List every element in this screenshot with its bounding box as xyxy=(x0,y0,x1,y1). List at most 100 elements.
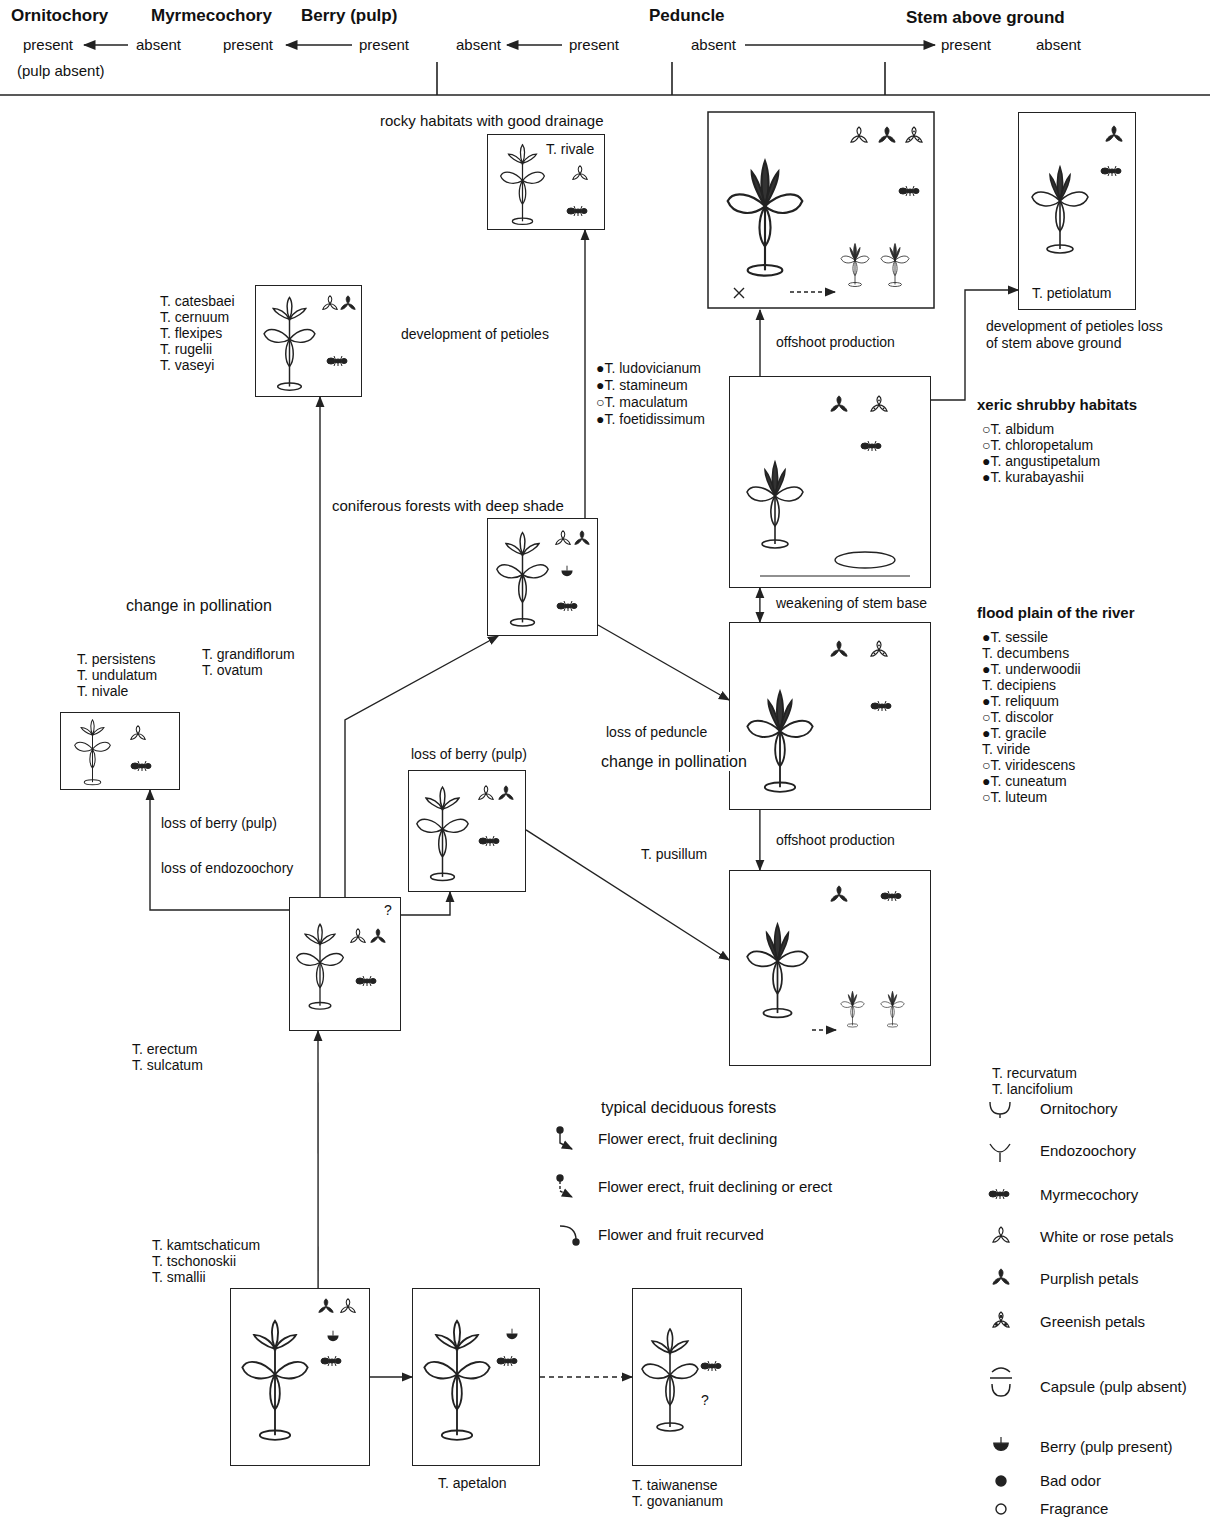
arrow-label: development of petioles loss of stem abo… xyxy=(985,318,1169,352)
plant-figure xyxy=(264,297,315,390)
plant-figure xyxy=(642,1329,698,1431)
annotation: ○T. maculatum xyxy=(595,394,689,411)
legend-text: Purplish petals xyxy=(1040,1270,1138,1287)
legend-text: Flower erect, fruit declining xyxy=(598,1130,777,1147)
bad-odor-dot xyxy=(996,1476,1006,1486)
flower-dot xyxy=(557,1175,563,1181)
plant-figure xyxy=(728,161,803,276)
ant-icon xyxy=(327,356,347,366)
plant-figure xyxy=(747,924,808,1017)
ant-icon xyxy=(989,1189,1009,1199)
plant-drawings xyxy=(75,112,1122,1440)
evolution-arrow xyxy=(401,892,450,915)
state-label: present xyxy=(568,36,620,54)
column-heading: Berry (pulp) xyxy=(300,6,398,26)
plant-box: T. petiolatum xyxy=(1018,112,1136,310)
evolution-arrow xyxy=(319,397,320,897)
petal-icon xyxy=(575,531,589,545)
petal-icon xyxy=(341,1299,355,1313)
evolution-arrow xyxy=(584,230,585,518)
petal-icon xyxy=(871,396,887,411)
plant-box: flood plain of the river●T. sessile T. d… xyxy=(729,622,931,810)
arrow-label: change in pollination xyxy=(125,596,273,615)
petal-icon xyxy=(371,929,385,943)
arrow-label: T. pusillum xyxy=(640,846,708,863)
plant-figure xyxy=(501,145,545,225)
petal-icon xyxy=(573,166,587,180)
legend-text: Flower erect, fruit declining or erect xyxy=(598,1178,832,1195)
species-list: T. catesbaei T. cernuum T. flexipes T. r… xyxy=(159,293,236,373)
habitat-heading: rocky habitats with good drainage xyxy=(379,113,604,129)
plant-figure xyxy=(75,720,111,785)
species-name: T. rivale xyxy=(545,141,595,157)
plant-box: T. taiwanense T. govanianum xyxy=(632,1288,742,1466)
plant-figure xyxy=(1032,167,1088,253)
flower-dot xyxy=(557,1127,563,1133)
petal-icon xyxy=(341,296,355,310)
state-label: absent xyxy=(135,36,182,54)
petal-icon xyxy=(351,929,365,943)
posture-symbol xyxy=(560,1226,576,1240)
state-label: present xyxy=(222,36,274,54)
berry-icon xyxy=(327,1331,338,1342)
evolution-arrow xyxy=(540,1376,632,1377)
plant-figure xyxy=(747,462,803,548)
legend-text: Fragrance xyxy=(1040,1500,1108,1517)
column-heading: Myrmecochory xyxy=(150,6,273,26)
plant-figure xyxy=(424,1321,489,1440)
species-list: T. recurvatum T. lancifolium xyxy=(991,1065,1078,1097)
ant-icon xyxy=(321,1356,341,1366)
petal-icon xyxy=(831,641,847,656)
legend-text: Ornitochory xyxy=(1040,1100,1118,1117)
petal-icon xyxy=(556,531,570,545)
column-heading: Stem above ground xyxy=(905,8,1066,28)
legend-text: Greenish petals xyxy=(1040,1313,1145,1330)
ant-icon xyxy=(871,701,891,711)
arrow-label: offshoot production xyxy=(775,832,896,849)
plant-box: rocky habitats with good drainageT. riva… xyxy=(487,134,605,230)
state-label: absent xyxy=(690,36,737,54)
ant-icon xyxy=(701,1361,721,1371)
ground-line xyxy=(760,575,910,576)
state-label: present xyxy=(940,36,992,54)
petal-icon xyxy=(993,1269,1009,1284)
column-heading: Peduncle xyxy=(648,6,726,26)
arrow-label: loss of berry (pulp) xyxy=(410,746,528,763)
species-name: T. petiolatum xyxy=(1031,285,1112,301)
petal-icon xyxy=(879,127,895,142)
annotation: offshoot production xyxy=(775,334,896,351)
plant-box: T. apetalon xyxy=(412,1288,540,1466)
flower-dot xyxy=(573,1239,579,1245)
annotation: ? xyxy=(700,1392,710,1409)
rule-line xyxy=(0,94,1210,96)
offshoot-figure xyxy=(841,244,869,287)
berry-icon xyxy=(994,1437,1008,1451)
arrow-label: loss of peduncle xyxy=(605,724,708,741)
fragrance-dot xyxy=(996,1504,1006,1514)
ant-icon xyxy=(356,976,376,986)
legend-text: Flower and fruit recurved xyxy=(598,1226,764,1243)
annotation: ●T. foetidissimum xyxy=(595,411,706,428)
legend-text: Capsule (pulp absent) xyxy=(1040,1378,1187,1395)
evolution-arrow xyxy=(526,830,729,960)
state-arrow xyxy=(286,44,352,46)
cross-mark xyxy=(734,288,744,298)
state-label: (pulp absent) xyxy=(16,62,106,80)
plant-box: T. kamtschaticum T. tschonoskii T. small… xyxy=(230,1288,370,1466)
plant-box: T. catesbaei T. cernuum T. flexipes T. r… xyxy=(255,285,362,397)
plant-box: coniferous forests with deep shade xyxy=(487,518,598,636)
ant-icon xyxy=(881,891,901,901)
annotation: change in pollination xyxy=(600,752,748,771)
arrow-label: development of petioles xyxy=(400,326,550,343)
evolution-arrow xyxy=(370,1376,412,1377)
petal-icon xyxy=(479,786,493,800)
legend-text: Endozoochory xyxy=(1040,1142,1136,1159)
plant-figure xyxy=(242,1321,307,1440)
species-list: T. persistens T. undulatum T. nivale xyxy=(76,651,158,699)
prostrate-leaf xyxy=(835,552,895,568)
evolution-arrow xyxy=(759,810,760,870)
berry-icon xyxy=(506,1329,517,1340)
petal-icon xyxy=(323,296,337,310)
column-heading: Ornitochory xyxy=(10,6,109,26)
